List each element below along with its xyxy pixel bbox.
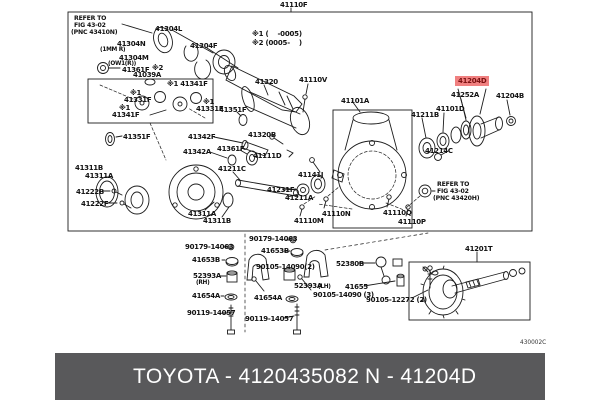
part-label[interactable]: 41342A	[183, 148, 211, 156]
part-label[interactable]: 41311A	[85, 172, 113, 180]
part-label[interactable]: 41204B	[496, 92, 524, 100]
part-label[interactable]: 90119-14057	[187, 309, 236, 317]
part-label[interactable]: 41214C	[425, 147, 453, 155]
part-label[interactable]: 41342F	[188, 133, 216, 141]
part-label[interactable]: 41653B	[261, 247, 289, 255]
part-label[interactable]: ※2	[152, 64, 164, 72]
part-label[interactable]: ※1 41341F	[167, 80, 208, 88]
part-label[interactable]: 41110N	[322, 210, 351, 218]
part-label[interactable]: 41311A	[188, 210, 216, 218]
part-label[interactable]: 41304F	[190, 42, 218, 50]
note-label: ※2 (0005- )	[252, 39, 302, 47]
part-label[interactable]: 90179-14063	[249, 235, 298, 243]
refer-label: (PNC 43420H)	[433, 195, 480, 202]
refer-label: (PNC 43410N)	[71, 29, 118, 36]
part-label[interactable]: 41222F	[81, 200, 109, 208]
code-label: 430002C	[520, 340, 547, 346]
part-label[interactable]: 52393A	[193, 272, 221, 280]
part-label[interactable]: 90105-14090 (3)	[313, 291, 374, 299]
part-label[interactable]: 41231F	[267, 186, 295, 194]
part-label[interactable]: 41039A	[133, 71, 161, 79]
small-bolts-drawing	[299, 184, 436, 217]
part-label[interactable]: 41361F	[122, 66, 150, 74]
spider-gear-kit-box	[87, 78, 214, 124]
part-label[interactable]: 41654A	[192, 292, 220, 300]
oil-seal-drawing	[121, 23, 173, 54]
part-label[interactable]: 41111D	[253, 152, 282, 160]
part-label[interactable]: 52393A	[294, 282, 322, 290]
sub-label: (RH)	[196, 280, 210, 286]
part-label[interactable]: 41252A	[451, 91, 479, 99]
part-label[interactable]: 90179-14063	[185, 243, 234, 251]
note-label: ※1 ( -0005)	[252, 30, 302, 38]
part-label[interactable]: 90119-14057	[245, 315, 294, 323]
sub-label: (LH)	[318, 284, 331, 290]
refer-label: FIG 43-02	[74, 22, 106, 29]
part-label[interactable]: 41110P	[398, 218, 426, 226]
part-label[interactable]: 41304L	[155, 25, 183, 33]
part-label[interactable]: 41110M	[294, 217, 324, 225]
bearing-cap-group-drawing	[219, 232, 433, 335]
refer-label: REFER TO	[437, 181, 470, 188]
part-label[interactable]: ※1	[130, 89, 142, 97]
part-label[interactable]: 41351F	[219, 106, 247, 114]
part-label[interactable]: 90105-14090(2)	[256, 263, 315, 271]
part-label[interactable]: 41331F	[196, 105, 224, 113]
part-label[interactable]: 41211C	[218, 165, 246, 173]
part-label[interactable]: 41361F	[217, 145, 245, 153]
part-label[interactable]: 41320B	[248, 131, 276, 139]
part-label[interactable]: 41351F	[123, 133, 151, 141]
highlighted-part-label[interactable]: 41204D	[455, 76, 490, 86]
diff-case-drawing	[95, 122, 269, 220]
part-label[interactable]: 41110F	[280, 1, 308, 9]
part-label[interactable]: 41101D	[436, 105, 465, 113]
companion-flange-drawing	[418, 88, 516, 161]
part-label[interactable]: 41141J	[298, 171, 324, 179]
part-label[interactable]: 41110Q	[383, 209, 412, 217]
final-gear-kit-box	[408, 251, 531, 321]
part-label[interactable]: ※1	[119, 104, 131, 112]
carrier-housing-drawing	[317, 100, 413, 229]
side-gear-shaft-drawing	[97, 29, 303, 113]
part-label[interactable]: ※1	[203, 98, 215, 106]
part-label[interactable]: 41101A	[341, 97, 369, 105]
refer-label: FIG 43-02	[437, 188, 469, 195]
part-label[interactable]: 41211A	[285, 194, 313, 202]
part-label[interactable]: 41311B	[75, 164, 103, 172]
part-label[interactable]: 41211B	[411, 111, 439, 119]
part-label[interactable]: 41654A	[254, 294, 282, 302]
part-label[interactable]: 41331F	[124, 96, 152, 104]
part-label[interactable]: 41304N	[117, 40, 146, 48]
part-label[interactable]: 41320	[255, 78, 278, 86]
part-label[interactable]: 41341F	[112, 111, 140, 119]
footer-pnc-code: N - 41204D	[365, 365, 477, 388]
part-label[interactable]: 41653B	[192, 256, 220, 264]
part-label[interactable]: 90105-12272 (2)	[366, 296, 427, 304]
part-label[interactable]: 41201T	[465, 245, 493, 253]
part-label[interactable]: 41304M	[119, 54, 149, 62]
part-label[interactable]: 52380B	[336, 260, 364, 268]
main-frame	[67, 11, 533, 232]
footer-part-number: TOYOTA - 4120435082	[133, 365, 360, 388]
part-label[interactable]: 41311B	[203, 217, 231, 225]
part-label[interactable]: 41655	[345, 283, 368, 291]
sub-label: (OW1(R))	[108, 61, 137, 67]
diagram-line-art	[67, 7, 533, 335]
footer-bar: TOYOTA - 4120435082 N - 41204D	[55, 353, 545, 400]
refer-label: REFER TO	[74, 15, 107, 22]
part-label[interactable]: 41222B	[76, 188, 104, 196]
sub-label: (1MM R)	[100, 47, 126, 53]
extension-housing-drawing	[232, 83, 345, 198]
part-label[interactable]: 41110V	[299, 76, 327, 84]
